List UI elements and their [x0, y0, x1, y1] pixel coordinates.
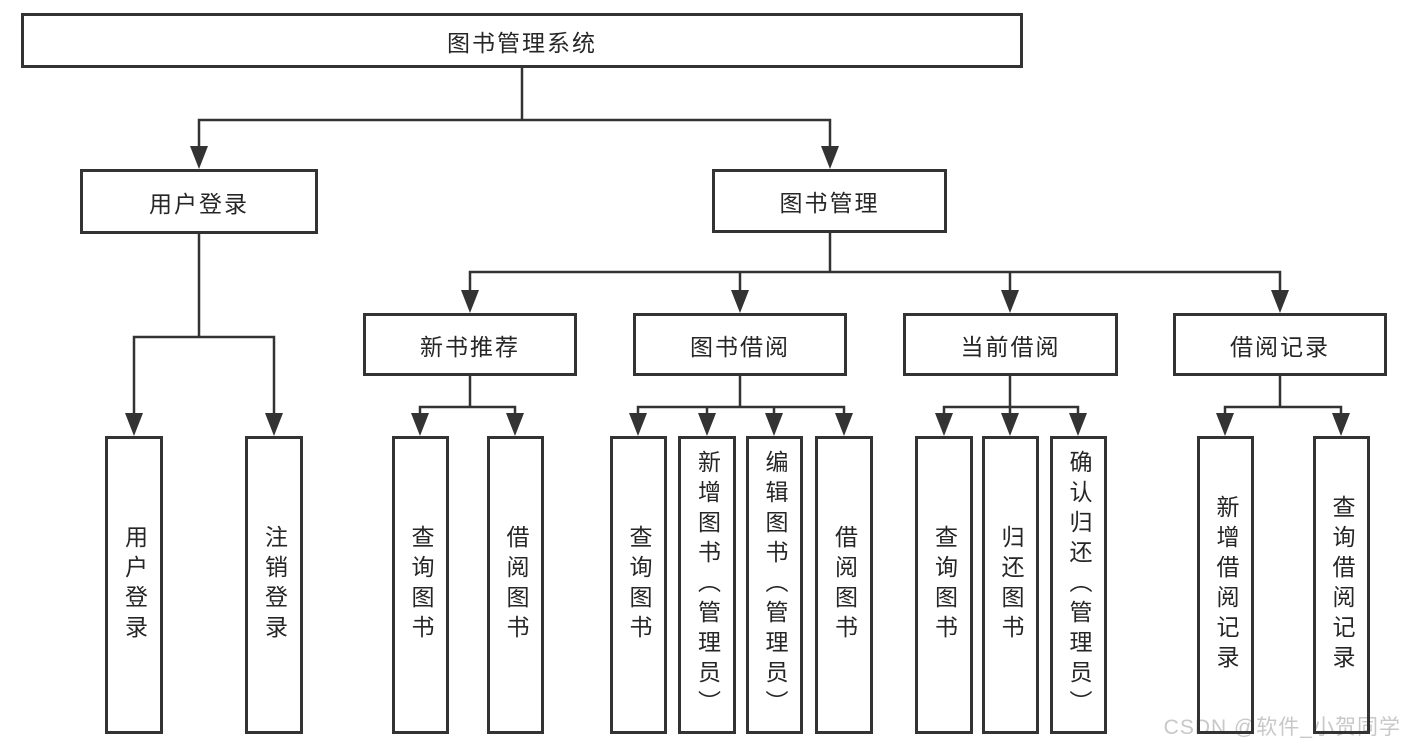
connector-new-book-recommend [418, 374, 517, 421]
arrowhead-icon [698, 413, 716, 436]
node-book-management: 图书管理 [712, 169, 947, 233]
arrowhead-icon [835, 413, 853, 436]
arrowhead-icon [506, 413, 524, 436]
arrowhead-icon [411, 413, 429, 436]
leaf-query-books-borrow: 查询图书 [610, 436, 667, 734]
arrowhead-icon [1001, 413, 1019, 436]
node-library-management-system: 图书管理系统 [21, 13, 1023, 68]
connector-user-login [132, 232, 276, 421]
arrowhead-icon [190, 146, 208, 169]
node-user-login: 用户登录 [80, 169, 318, 234]
leaf-confirm-return-admin: 确认归还（管理员） [1050, 436, 1107, 734]
leaf-return-book: 归还图书 [982, 436, 1039, 734]
node-label: 图书借阅 [690, 333, 790, 360]
arrowhead-icon [265, 413, 283, 436]
leaf-user-login: 用户登录 [105, 436, 163, 734]
watermark-text: CSDN @软件_小贺同学 [1163, 716, 1401, 739]
connector-borrow-records [1223, 374, 1343, 421]
node-book-borrow: 图书借阅 [633, 313, 847, 376]
node-label: 图书管理系统 [447, 29, 597, 56]
arrowhead-icon [821, 146, 839, 169]
leaf-query-books-recommend: 查询图书 [392, 436, 449, 734]
arrowhead-icon [1332, 413, 1350, 436]
node-label: 确认归还（管理员） [1066, 450, 1092, 720]
connector-root [197, 66, 832, 154]
leaf-logout: 注销登录 [245, 436, 303, 734]
node-label: 用户登录 [121, 525, 148, 645]
leaf-edit-book-admin: 编辑图书（管理员） [746, 436, 803, 734]
node-label: 借阅图书 [503, 525, 529, 645]
arrowhead-icon [1271, 290, 1289, 313]
connector-current-borrow [942, 374, 1080, 421]
node-label: 归还图书 [998, 525, 1024, 645]
connector-book-management [468, 231, 1282, 298]
arrowhead-icon [1069, 413, 1087, 436]
arrowhead-icon [125, 413, 143, 436]
leaf-borrow-books: 借阅图书 [815, 436, 873, 734]
node-current-borrow: 当前借阅 [903, 313, 1118, 376]
arrowhead-icon [935, 413, 953, 436]
node-label: 新增图书（管理员） [694, 450, 721, 720]
node-borrow-records: 借阅记录 [1173, 313, 1387, 376]
node-label: 编辑图书（管理员） [762, 450, 788, 720]
node-new-book-recommend: 新书推荐 [363, 313, 577, 376]
node-label: 查询图书 [626, 525, 652, 645]
arrowhead-icon [731, 290, 749, 313]
arrowhead-icon [1001, 290, 1019, 313]
node-label: 用户登录 [149, 190, 249, 217]
node-label: 查询图书 [931, 525, 958, 645]
node-label: 注销登录 [261, 525, 288, 645]
leaf-query-books-current: 查询图书 [915, 436, 973, 734]
leaf-add-book-admin: 新增图书（管理员） [678, 436, 736, 734]
node-label: 新增借阅记录 [1213, 495, 1239, 675]
node-label: 查询图书 [408, 525, 434, 645]
node-label: 图书管理 [779, 190, 880, 216]
leaf-borrow-books-recommend: 借阅图书 [487, 436, 544, 734]
arrowheads [125, 146, 1350, 436]
arrowhead-icon [629, 413, 647, 436]
arrowhead-icon [461, 290, 479, 313]
node-label: 借阅记录 [1230, 333, 1330, 360]
leaf-add-borrow-record: 新增借阅记录 [1197, 436, 1254, 734]
node-label: 查询借阅记录 [1329, 495, 1355, 675]
node-label: 当前借阅 [960, 333, 1061, 360]
connector-book-borrow [636, 374, 846, 421]
arrowhead-icon [1216, 413, 1234, 436]
arrowhead-icon [765, 413, 783, 436]
node-label: 新书推荐 [420, 333, 520, 360]
node-label: 借阅图书 [831, 525, 858, 645]
leaf-query-borrow-record: 查询借阅记录 [1313, 436, 1370, 734]
